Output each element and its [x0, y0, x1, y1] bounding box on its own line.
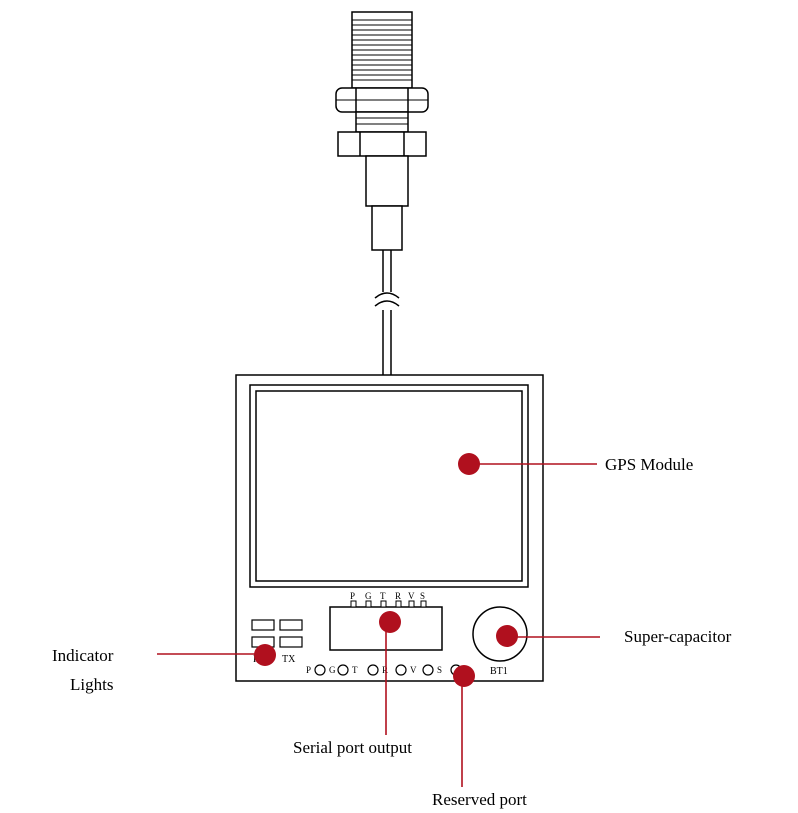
edge-pin-r: R [382, 665, 388, 675]
edge-pin-s: S [437, 665, 442, 675]
callout-lines [157, 463, 600, 787]
header-pin-v: V [408, 591, 415, 601]
header-pin-p: P [350, 591, 355, 601]
super-capacitor-marker [496, 625, 518, 647]
gps-module-shield [249, 384, 529, 588]
super-capacitor-label: Super-capacitor [624, 627, 732, 646]
reserved-port-label: Reserved port [432, 790, 527, 809]
header-pin-t: T [380, 591, 386, 601]
header-pin-s: S [420, 591, 425, 601]
serial-port-label: Serial port output [293, 738, 412, 757]
reserved-port-marker [453, 665, 475, 687]
edge-pin-g: G [329, 665, 336, 675]
capacitor-label: BT1 [490, 666, 508, 677]
edge-pin-v: V [410, 665, 417, 675]
serial-port-marker [379, 611, 401, 633]
led-label-tx: TX [282, 654, 296, 665]
header-pin-g: G [365, 591, 372, 601]
indicator-lights-marker [254, 644, 276, 666]
indicator-lights-label-line2: Lights [70, 675, 113, 694]
gps-module-label: GPS Module [605, 455, 693, 474]
edge-pin-p: P [306, 665, 311, 675]
indicator-lights-label-line1: Indicator [52, 646, 114, 665]
callout-markers [254, 453, 518, 687]
antenna-cable [374, 250, 400, 375]
edge-pin-t: T [352, 665, 358, 675]
antenna-connector [335, 11, 429, 251]
gps-module-marker [458, 453, 480, 475]
led-indicators [251, 619, 303, 648]
header-pin-r: R [395, 591, 401, 601]
edge-pads: P G T R V S [306, 664, 462, 676]
